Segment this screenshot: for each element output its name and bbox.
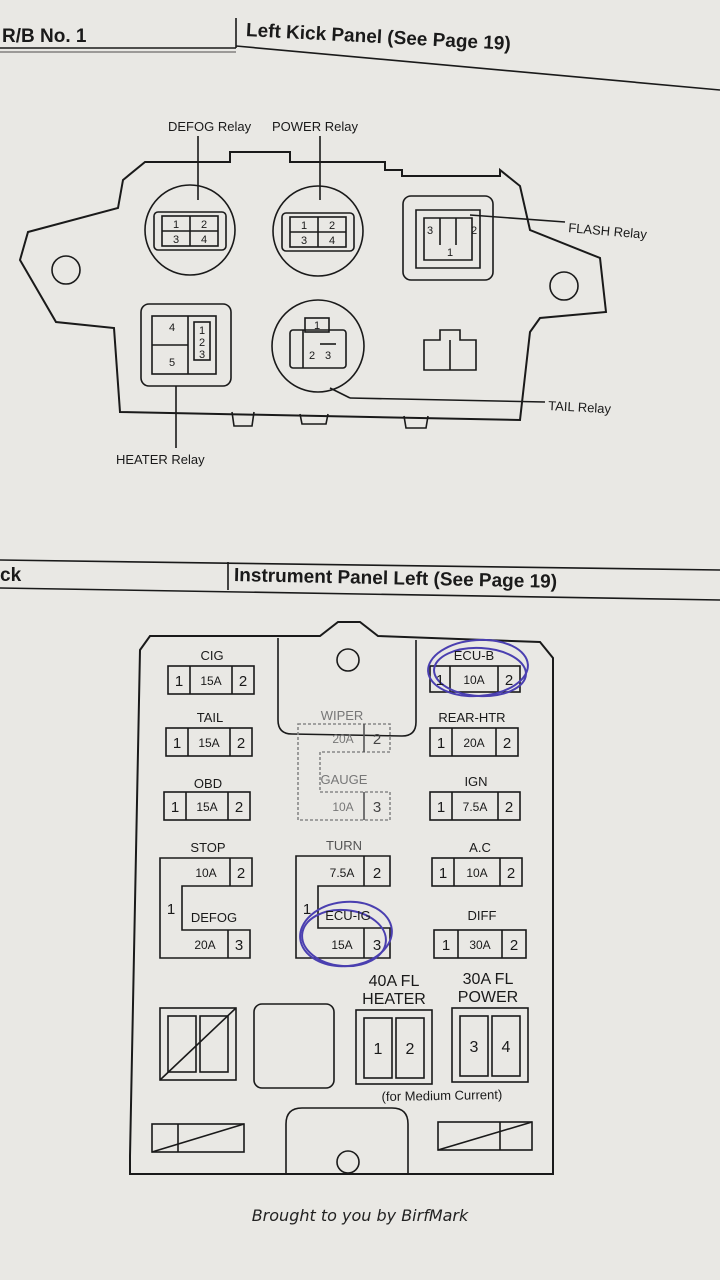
fuse-amp-ac: 10A: [466, 866, 487, 880]
flash-relay-label: FLASH Relay: [568, 220, 648, 242]
ecu-b-pin-2: 2: [505, 672, 513, 689]
obd-pin-2: 2: [235, 799, 243, 816]
turn-ecu-ig-pin-1: 1: [303, 901, 311, 918]
heater-pin-5: 5: [169, 357, 175, 369]
fuse-name-cig: CIG: [200, 648, 223, 663]
fuse-amp-wiper: 20A: [332, 732, 353, 746]
tail-pin-3: 3: [325, 350, 331, 362]
ac-pin-2: 2: [507, 865, 515, 882]
fuse-amp-ecu-b: 10A: [463, 673, 484, 687]
ign-pin-2: 2: [505, 799, 513, 816]
fuse-amp-obd: 15A: [196, 800, 217, 814]
power-relay-label: POWER Relay: [272, 119, 358, 134]
fuse-name-obd: OBD: [194, 776, 222, 791]
fuse-name-ign: IGN: [464, 774, 487, 789]
heater-pin-1: 1: [199, 325, 205, 337]
fuse-name-gauge: GAUGE: [321, 772, 368, 787]
power-fl-rating: 30A FL: [463, 971, 514, 988]
power-fl-name: POWER: [458, 989, 518, 1006]
fuse-amp-ign: 7.5A: [463, 800, 488, 814]
heater-pin-2: 2: [199, 337, 205, 349]
fuse-name-rear-htr: REAR-HTR: [438, 710, 505, 725]
power-pin-3: 3: [301, 235, 307, 247]
wiper-pin-2: 2: [373, 731, 381, 748]
handwritten-annotation: [299, 638, 529, 968]
tail-pin-2: 2: [237, 735, 245, 752]
fuse-name-tail: TAIL: [197, 710, 224, 725]
rear-htr-pin-1: 1: [437, 735, 445, 752]
fuse-amp-tail: 15A: [198, 736, 219, 750]
fuse-amp-defog: 20A: [194, 938, 215, 952]
power-pin-1: 1: [301, 220, 307, 232]
section1-header: R/B No. 1 Left Kick Panel (See Page 19): [0, 0, 720, 60]
fuse-name-turn: TURN: [326, 838, 362, 853]
power-fl-pin-4: 4: [502, 1039, 511, 1056]
rear-htr-pin-2: 2: [503, 735, 511, 752]
defog-relay-label: DEFOG Relay: [168, 119, 252, 134]
cig-pin-2: 2: [239, 673, 247, 690]
power-fl-pin-3: 3: [470, 1039, 479, 1056]
stop-pin-2: 2: [237, 865, 245, 882]
fuse-amp-diff: 30A: [469, 938, 490, 952]
heater-pin-3: 3: [199, 349, 205, 361]
cig-pin-1: 1: [175, 673, 183, 690]
fuse-name-ecu-b: ECU-B: [454, 648, 494, 663]
ac-pin-1: 1: [439, 865, 447, 882]
heater-fl-pin-2: 2: [406, 1041, 415, 1058]
fuse-name-ecu-ig: ECU-IG: [325, 908, 371, 923]
fuse-amp-gauge: 10A: [332, 800, 353, 814]
defog-pin-3: 3: [235, 937, 243, 954]
stop-defog-pin-1: 1: [167, 901, 175, 918]
heater-relay-label: HEATER Relay: [116, 452, 205, 467]
fuse-name-wiper: WIPER: [321, 708, 364, 723]
heater-fl-pin-1: 1: [374, 1041, 383, 1058]
tail-pin-2: 2: [309, 350, 315, 362]
fuse-name-ac: A.C: [469, 840, 491, 855]
tail-pin-1: 1: [314, 320, 320, 332]
diff-pin-1: 1: [442, 937, 450, 954]
ecu-b-pin-1: 1: [436, 672, 444, 689]
fuse-amp-turn: 7.5A: [330, 866, 355, 880]
obd-pin-1: 1: [171, 799, 179, 816]
heater-fl-name: HEATER: [362, 991, 426, 1008]
defog-pin-2: 2: [201, 219, 207, 231]
section2-left-header: ck: [0, 565, 22, 586]
power-pin-4: 4: [329, 235, 335, 247]
flash-pin-3: 3: [427, 225, 433, 237]
fuse-amp-ecu-ig: 15A: [331, 938, 352, 952]
flash-pin-1: 1: [447, 247, 453, 259]
gauge-pin-3: 3: [373, 799, 381, 816]
medium-current-note: (for Medium Current): [381, 1087, 502, 1104]
tail-relay-label: TAIL Relay: [548, 398, 612, 416]
flash-pin-2: 2: [471, 225, 477, 237]
fuse-amp-cig: 15A: [200, 674, 221, 688]
defog-pin-4: 4: [201, 234, 207, 246]
section2-header: ck Instrument Panel Left (See Page 19): [0, 556, 720, 596]
ecu-ig-pin-3: 3: [373, 937, 381, 954]
fuse-amp-stop: 10A: [195, 866, 216, 880]
fuse-amp-rear-htr: 20A: [463, 736, 484, 750]
fuse-name-diff: DIFF: [468, 908, 497, 923]
ign-pin-1: 1: [437, 799, 445, 816]
fuse-name-defog: DEFOG: [191, 910, 237, 925]
section1-left-header: R/B No. 1: [2, 26, 87, 47]
defog-pin-3: 3: [173, 234, 179, 246]
diff-pin-2: 2: [510, 937, 518, 954]
power-pin-2: 2: [329, 220, 335, 232]
defog-pin-1: 1: [173, 219, 179, 231]
fuse-name-stop: STOP: [190, 840, 225, 855]
tail-pin-1: 1: [173, 735, 181, 752]
heater-fl-rating: 40A FL: [369, 973, 420, 990]
heater-pin-4: 4: [169, 322, 175, 334]
turn-pin-2: 2: [373, 865, 381, 882]
watermark-credit: Brought to you by BirfMark: [251, 1206, 469, 1225]
